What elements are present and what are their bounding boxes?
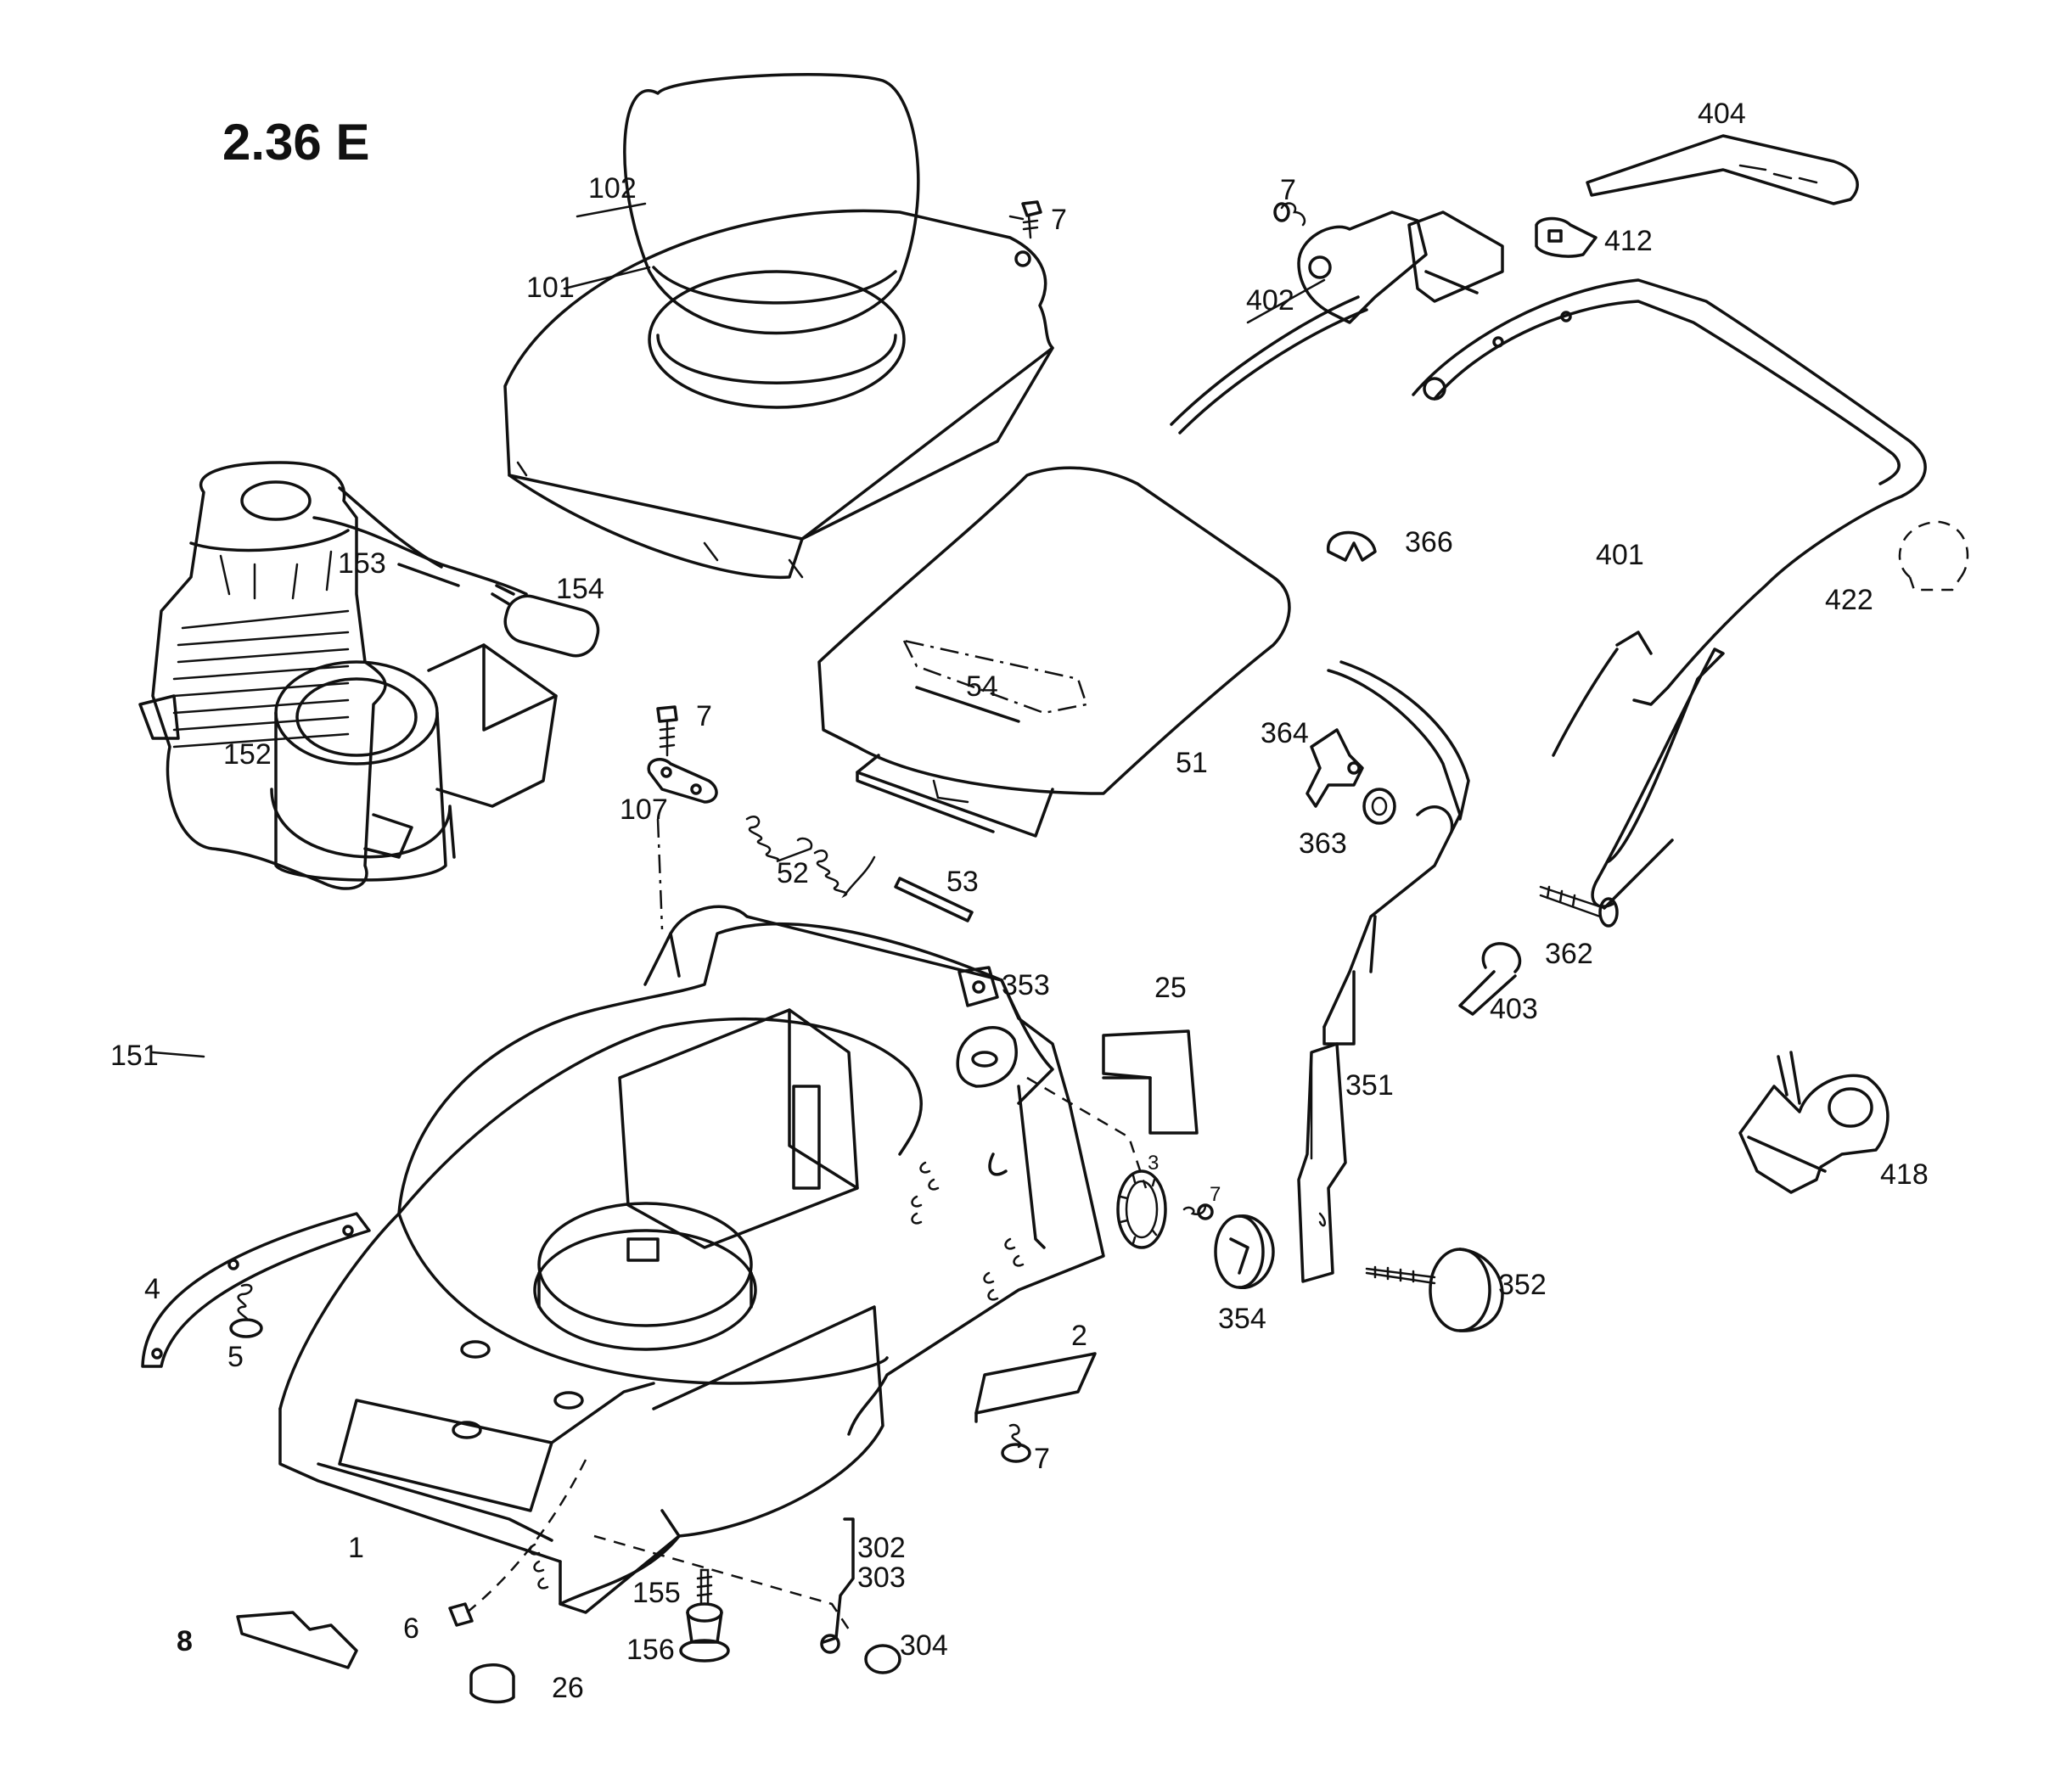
diagram-title: 2.36 E <box>222 114 369 171</box>
callout-302: 302 <box>857 1532 906 1564</box>
callout-304: 304 <box>900 1629 948 1662</box>
callout-labels: 102 101 7 7 402 404 412 153 154 366 401 … <box>110 98 1929 1704</box>
callout-51: 51 <box>1176 747 1208 779</box>
callout-2: 2 <box>1071 1320 1087 1352</box>
callout-303: 303 <box>857 1562 906 1594</box>
leader-lines <box>151 202 1326 1058</box>
knob-354-drawing <box>1214 1214 1275 1289</box>
front-strip-4-drawing <box>141 1212 371 1368</box>
callout-53: 53 <box>946 866 979 898</box>
handle-351-drawing <box>1297 660 1470 1283</box>
callout-363: 363 <box>1299 827 1347 860</box>
callout-155: 155 <box>632 1577 681 1609</box>
callout-5: 5 <box>227 1341 244 1373</box>
clip-412-drawing <box>1535 216 1598 258</box>
callout-25: 25 <box>1154 972 1187 1004</box>
callout-422: 422 <box>1825 584 1873 616</box>
callout-4: 4 <box>144 1273 160 1305</box>
cap-304-drawing <box>864 1644 901 1674</box>
motor-cover-152-drawing <box>270 643 558 882</box>
callout-52: 52 <box>777 857 809 889</box>
callout-362: 362 <box>1545 938 1593 970</box>
wing-nut-364-drawing <box>1306 728 1364 808</box>
cover-plate-drawing <box>503 209 1054 580</box>
callout-366: 366 <box>1405 526 1453 558</box>
lever-302-303-drawing <box>820 1517 855 1654</box>
capacitor-154-drawing <box>491 584 600 658</box>
spring-5-drawing <box>229 1283 263 1338</box>
clip-366-drawing <box>1327 530 1377 562</box>
callout-7-bracket: 7 <box>696 700 712 732</box>
callout-401: 401 <box>1596 539 1644 571</box>
callout-404: 404 <box>1698 98 1746 130</box>
callout-154: 154 <box>556 573 604 605</box>
callout-3: 3 <box>1148 1152 1159 1175</box>
callout-6: 6 <box>403 1612 419 1645</box>
bracket-25-drawing <box>1102 1029 1199 1135</box>
callout-8: 8 <box>177 1625 193 1657</box>
flap-51-drawing <box>817 466 1291 838</box>
main-housing-1-drawing <box>278 905 1105 1614</box>
bracket-418-drawing <box>1738 1051 1890 1194</box>
callout-54: 54 <box>966 670 998 703</box>
callout-418: 418 <box>1880 1158 1929 1191</box>
callout-151: 151 <box>110 1040 159 1072</box>
axle-155-156-drawing <box>679 1568 730 1663</box>
plate-8-drawing <box>236 1611 358 1669</box>
callout-402: 402 <box>1246 284 1294 317</box>
washer-363-drawing <box>1362 788 1396 825</box>
pin-403-drawing <box>1458 942 1522 1016</box>
callout-101: 101 <box>526 272 575 304</box>
screw-7-switch-drawing <box>1273 202 1306 227</box>
upper-handle-401-drawing <box>1412 278 1927 910</box>
grass-bag-drawing <box>623 73 920 409</box>
alignment-lines <box>466 818 1148 1630</box>
callout-351: 351 <box>1345 1069 1394 1102</box>
callout-152: 152 <box>223 738 272 771</box>
callout-403: 403 <box>1490 993 1538 1025</box>
spring-52-drawing <box>745 816 876 899</box>
bar-404-drawing <box>1586 134 1859 205</box>
rod-53-drawing <box>894 877 974 922</box>
screw-7-plate-drawing <box>1001 1423 1031 1463</box>
clip-6-drawing <box>448 1602 474 1627</box>
cap-26-drawing <box>469 1663 515 1704</box>
block-353-drawing <box>957 966 999 1007</box>
screw-7-gear-drawing <box>1182 1203 1214 1220</box>
bolt-362-drawing <box>1539 885 1619 928</box>
callout-153: 153 <box>338 547 386 580</box>
callout-156: 156 <box>626 1634 675 1666</box>
gear-3-drawing <box>1116 1169 1167 1249</box>
screw-7-top-drawing <box>1021 200 1042 239</box>
switch-box-402-drawing <box>1170 210 1504 435</box>
callout-353: 353 <box>1002 969 1050 1001</box>
callout-7-switch: 7 <box>1280 174 1296 206</box>
callout-1: 1 <box>348 1532 364 1564</box>
plate-2-drawing <box>974 1352 1097 1423</box>
bracket-107-drawing <box>647 705 718 804</box>
callout-412: 412 <box>1604 225 1653 257</box>
motor-151-drawing <box>138 461 413 890</box>
callout-107: 107 <box>620 793 668 826</box>
callout-26: 26 <box>552 1672 584 1704</box>
callout-364: 364 <box>1261 717 1309 749</box>
knob-352-drawing <box>1365 1248 1504 1332</box>
callout-352: 352 <box>1498 1269 1547 1301</box>
ring-422-drawing <box>1898 520 1969 592</box>
callout-7-top: 7 <box>1051 204 1067 236</box>
callout-7-gear: 7 <box>1210 1183 1221 1206</box>
callout-102: 102 <box>588 172 637 205</box>
callout-354: 354 <box>1218 1303 1266 1335</box>
callout-7-plate: 7 <box>1034 1443 1050 1475</box>
